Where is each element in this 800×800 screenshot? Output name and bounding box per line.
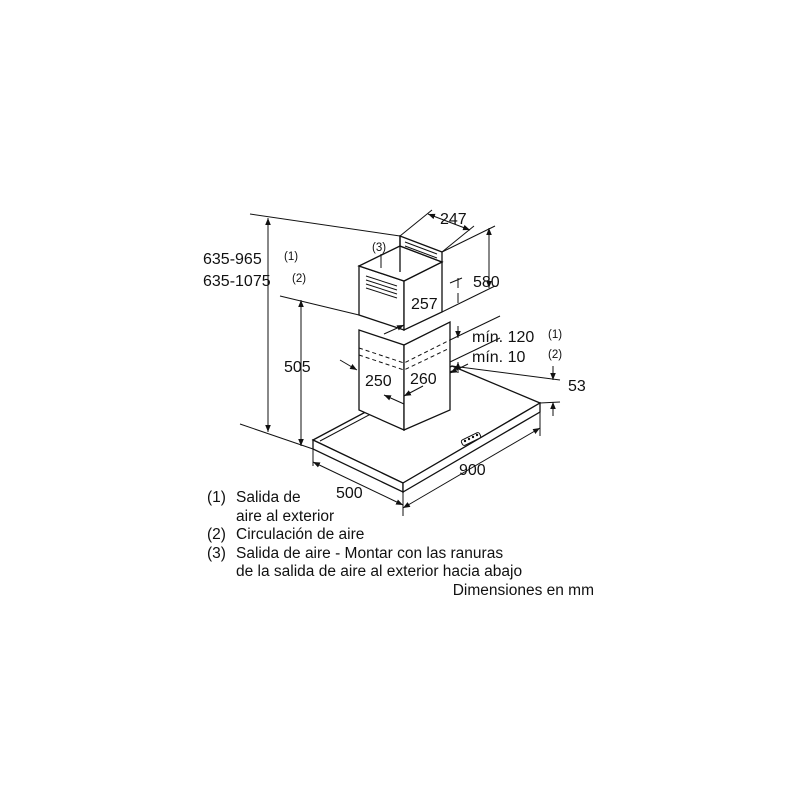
label-250: 250 <box>365 373 392 390</box>
chimney-upper <box>357 235 444 332</box>
legend-item-1-number: (1) <box>207 489 226 506</box>
label-min-120-ref: (1) <box>548 329 562 341</box>
ext-line-53-bot <box>539 401 561 404</box>
legend-item-1: (1) Salida de aire al exterior <box>207 489 607 526</box>
ext-line-247-b <box>441 225 475 253</box>
label-257: 257 <box>411 296 438 313</box>
legend-item-3-number: (3) <box>207 544 226 562</box>
legend-item-1-line-2: aire al exterior <box>236 507 335 525</box>
chimney-lower <box>358 320 451 432</box>
dim-260-arrow <box>403 385 424 397</box>
dim-257-arrow <box>383 324 405 335</box>
label-635-965: 635-965 <box>203 251 262 268</box>
dim-260-outer <box>449 363 469 374</box>
dim-250-arrow <box>339 359 358 371</box>
label-635-1075-ref: (2) <box>292 273 306 285</box>
legend-item-2: (2) Circulación de aire <box>207 526 607 545</box>
label-min-10-ref: (2) <box>548 349 562 361</box>
label-635-965-ref: (1) <box>284 251 298 263</box>
label-580: 580 <box>473 274 500 291</box>
legend-item-1-line-1: Salida de <box>236 489 301 506</box>
legend-item-3: (3) Salida de aire - Montar con las ranu… <box>207 545 607 582</box>
label-900: 900 <box>459 462 486 479</box>
legend-item-2-line-1: Circulación de aire <box>236 526 365 543</box>
label-min-120: mín. 120 <box>472 329 534 346</box>
legend: (1) Salida de aire al exterior (2) Circu… <box>207 489 607 600</box>
dim-247 <box>427 213 471 231</box>
legend-item-3-line-1: Salida de aire - Montar con las ranuras <box>236 544 504 562</box>
ext-line-top <box>249 213 401 237</box>
label-247: 247 <box>440 211 467 228</box>
label-min-10: mín. 10 <box>472 349 525 366</box>
label-505: 505 <box>284 359 311 376</box>
ext-line-247-a <box>399 209 433 237</box>
label-53: 53 <box>568 378 586 395</box>
label-outlet-callout: (3) <box>372 242 386 254</box>
ext-line-bottom <box>239 423 314 450</box>
dim-500 <box>312 461 404 506</box>
label-500: 500 <box>336 485 363 502</box>
legend-item-3-line-2: de la salida de aire al exterior hacia a… <box>236 563 523 580</box>
legend-item-2-number: (2) <box>207 526 226 543</box>
ext-line-min-bot <box>449 337 501 363</box>
ext-line-53-top <box>451 365 561 381</box>
ext-line-505-top <box>279 295 360 316</box>
ext-line-580-top <box>441 225 496 253</box>
dim-250-inner <box>383 394 405 405</box>
label-635-1075: 635-1075 <box>203 273 271 290</box>
dim-900 <box>402 427 541 509</box>
air-outlet-slots <box>365 241 438 299</box>
dim-257-ext <box>449 277 463 284</box>
ext-line-580-bot <box>441 285 496 313</box>
units-note: Dimensiones en mm <box>452 581 594 599</box>
label-260: 260 <box>410 371 437 388</box>
